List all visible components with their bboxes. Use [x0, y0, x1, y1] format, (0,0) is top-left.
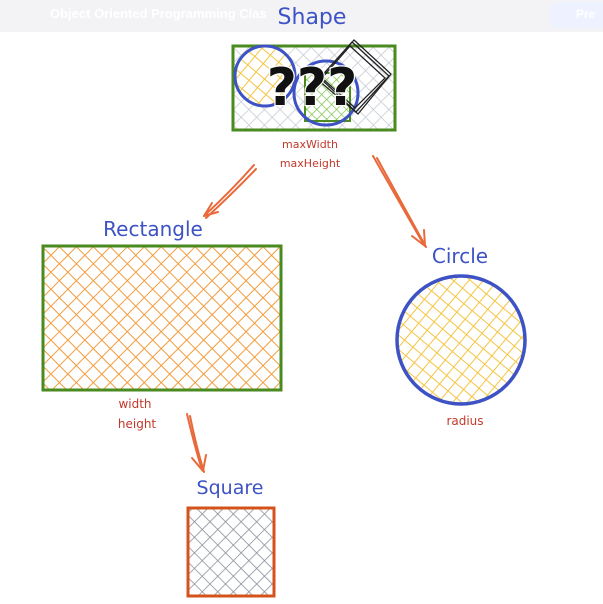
shape-circle-icon	[233, 44, 297, 108]
circle-title: Circle	[432, 244, 488, 268]
present-button-label: Pre	[576, 7, 596, 21]
circle-shape	[395, 274, 527, 406]
shape-title: Shape	[278, 5, 347, 30]
shape-diamond-icon	[317, 39, 392, 115]
question-marks: ???	[267, 58, 358, 118]
present-button[interactable]: Pre	[550, 2, 603, 28]
rectangle-node[interactable]: Rectangle width height	[41, 217, 283, 431]
shape-prop-2: maxHeight	[280, 157, 341, 170]
square-box	[186, 506, 276, 598]
rectangle-prop-2: height	[118, 417, 157, 431]
square-title: Square	[197, 477, 264, 499]
arrow-shape-to-circle[interactable]	[372, 155, 427, 248]
arrow-rectangle-to-square[interactable]	[186, 413, 207, 473]
shape-circle-outline-icon	[292, 59, 360, 127]
top-toolbar: Object Oriented Programming Clas Pre	[0, 0, 603, 32]
rectangle-box	[41, 244, 283, 392]
circle-node[interactable]: Circle radius	[395, 244, 527, 428]
rectangle-title: Rectangle	[103, 217, 203, 241]
arrow-shape-to-rectangle[interactable]	[203, 164, 257, 219]
rectangle-prop-1: width	[118, 397, 151, 411]
document-title[interactable]: Object Oriented Programming Clas	[50, 6, 267, 21]
shape-prop-1: maxWidth	[282, 138, 338, 151]
square-node[interactable]: Square	[186, 477, 276, 598]
shape-node[interactable]: Shape ??? maxWidth maxHeight	[231, 5, 397, 170]
circle-prop-1: radius	[446, 414, 483, 428]
